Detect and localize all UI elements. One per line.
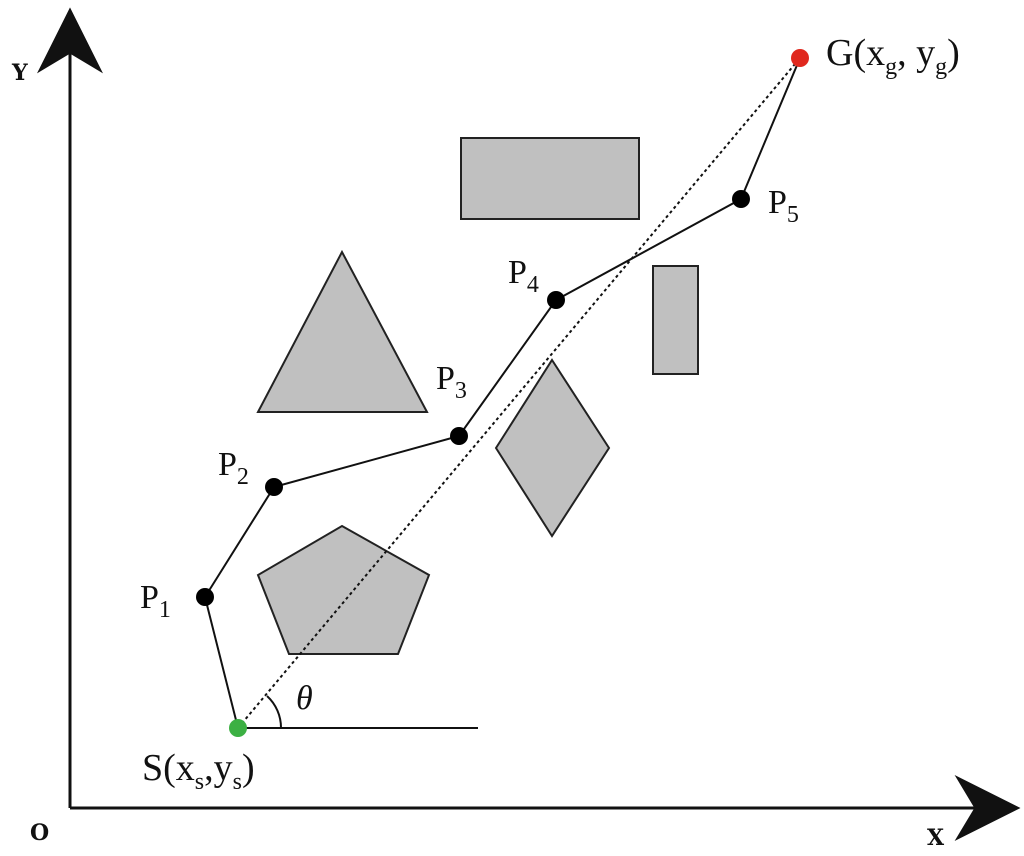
waypoint-p4-dot [547, 291, 565, 309]
waypoint-p5-dot [732, 190, 750, 208]
waypoint-p1-label: P1 [140, 579, 171, 623]
start-label: S(xs,ys) [142, 747, 255, 795]
obstacle-triangle [256, 249, 429, 413]
x-axis-label: X [927, 825, 945, 851]
y-axis-label: Y [11, 60, 28, 86]
start-point [229, 719, 247, 737]
waypoint-p5-label: P5 [768, 184, 799, 228]
angle-arc [266, 695, 283, 729]
goal-label: G(xg, yg) [826, 32, 960, 80]
obstacle-rectangle-top [460, 137, 640, 220]
goal-point [791, 49, 809, 67]
obstacle-diamond [494, 358, 611, 538]
origin-label: O [30, 820, 49, 846]
waypoint-p2-dot [265, 478, 283, 496]
angle-label: θ [296, 680, 313, 717]
waypoint-p1-dot [196, 588, 214, 606]
obstacle-pentagon [256, 524, 431, 655]
obstacle-rectangle-right [652, 265, 699, 375]
obstacles [256, 137, 699, 655]
direct-path [237, 57, 801, 729]
waypoint-p3-dot [450, 427, 468, 445]
waypoint-p4-label: P4 [508, 254, 539, 298]
waypoint-p3-label: P3 [436, 360, 467, 404]
waypoint-p2-label: P2 [218, 446, 249, 490]
